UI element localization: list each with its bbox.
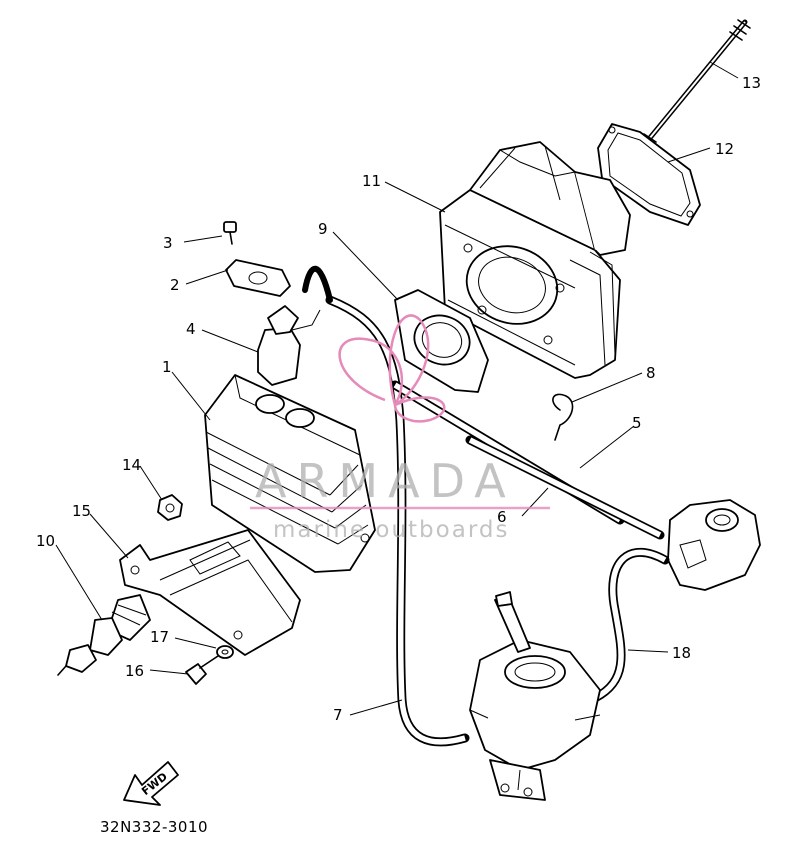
- watermark-logo: [338, 314, 446, 423]
- part-code: 32N332-3010: [100, 818, 208, 836]
- callout-11: 11: [362, 172, 381, 190]
- watermark-brand: ARMADA: [255, 454, 516, 508]
- part-16-screw: [185, 655, 219, 685]
- part-12-gasket: [597, 123, 701, 226]
- callout-9: 9: [318, 220, 328, 238]
- callout-4: 4: [186, 320, 196, 338]
- callout-16: 16: [125, 662, 144, 680]
- part-17-washer: [216, 645, 234, 659]
- part-10-spark-plug: [57, 594, 151, 676]
- callout-7: 7: [333, 706, 343, 724]
- part-5-tube: [465, 435, 665, 540]
- fwd-arrow-icon: FWD: [123, 761, 179, 806]
- leader-lines: [55, 61, 739, 716]
- callout-3: 3: [163, 234, 173, 252]
- part-15-bracket: [119, 529, 301, 656]
- part-1-cylinder-head: [204, 374, 376, 573]
- callout-17: 17: [150, 628, 169, 646]
- part-3-bolt: [223, 221, 237, 245]
- part-8-clip: [552, 393, 574, 441]
- callout-8: 8: [646, 364, 656, 382]
- callout-18: 18: [672, 644, 691, 662]
- callout-15: 15: [72, 502, 91, 520]
- intake-manifold: [667, 499, 761, 591]
- part-18-hose: [590, 547, 670, 703]
- callout-6: 6: [497, 508, 507, 526]
- part-11-cylinder: [439, 141, 631, 379]
- callout-14: 14: [122, 456, 141, 474]
- carburetor: [469, 591, 601, 801]
- callout-1: 1: [162, 358, 172, 376]
- callout-2: 2: [170, 276, 180, 294]
- part-14-nut: [157, 494, 183, 521]
- watermark: ARMADA marine outboards: [250, 314, 550, 543]
- callout-10: 10: [36, 532, 55, 550]
- callout-12: 12: [715, 140, 734, 158]
- callout-13: 13: [742, 74, 761, 92]
- callout-labels: 13 12 11 9 3 2 4 1 14 15 10 17 16 7 6 5 …: [36, 74, 761, 724]
- watermark-tagline: marine outboards: [273, 517, 509, 543]
- callout-5: 5: [632, 414, 642, 432]
- part-13-stud-bolt: [635, 19, 751, 155]
- part-4-fitting: [257, 305, 321, 386]
- part-2-flange: [225, 259, 291, 297]
